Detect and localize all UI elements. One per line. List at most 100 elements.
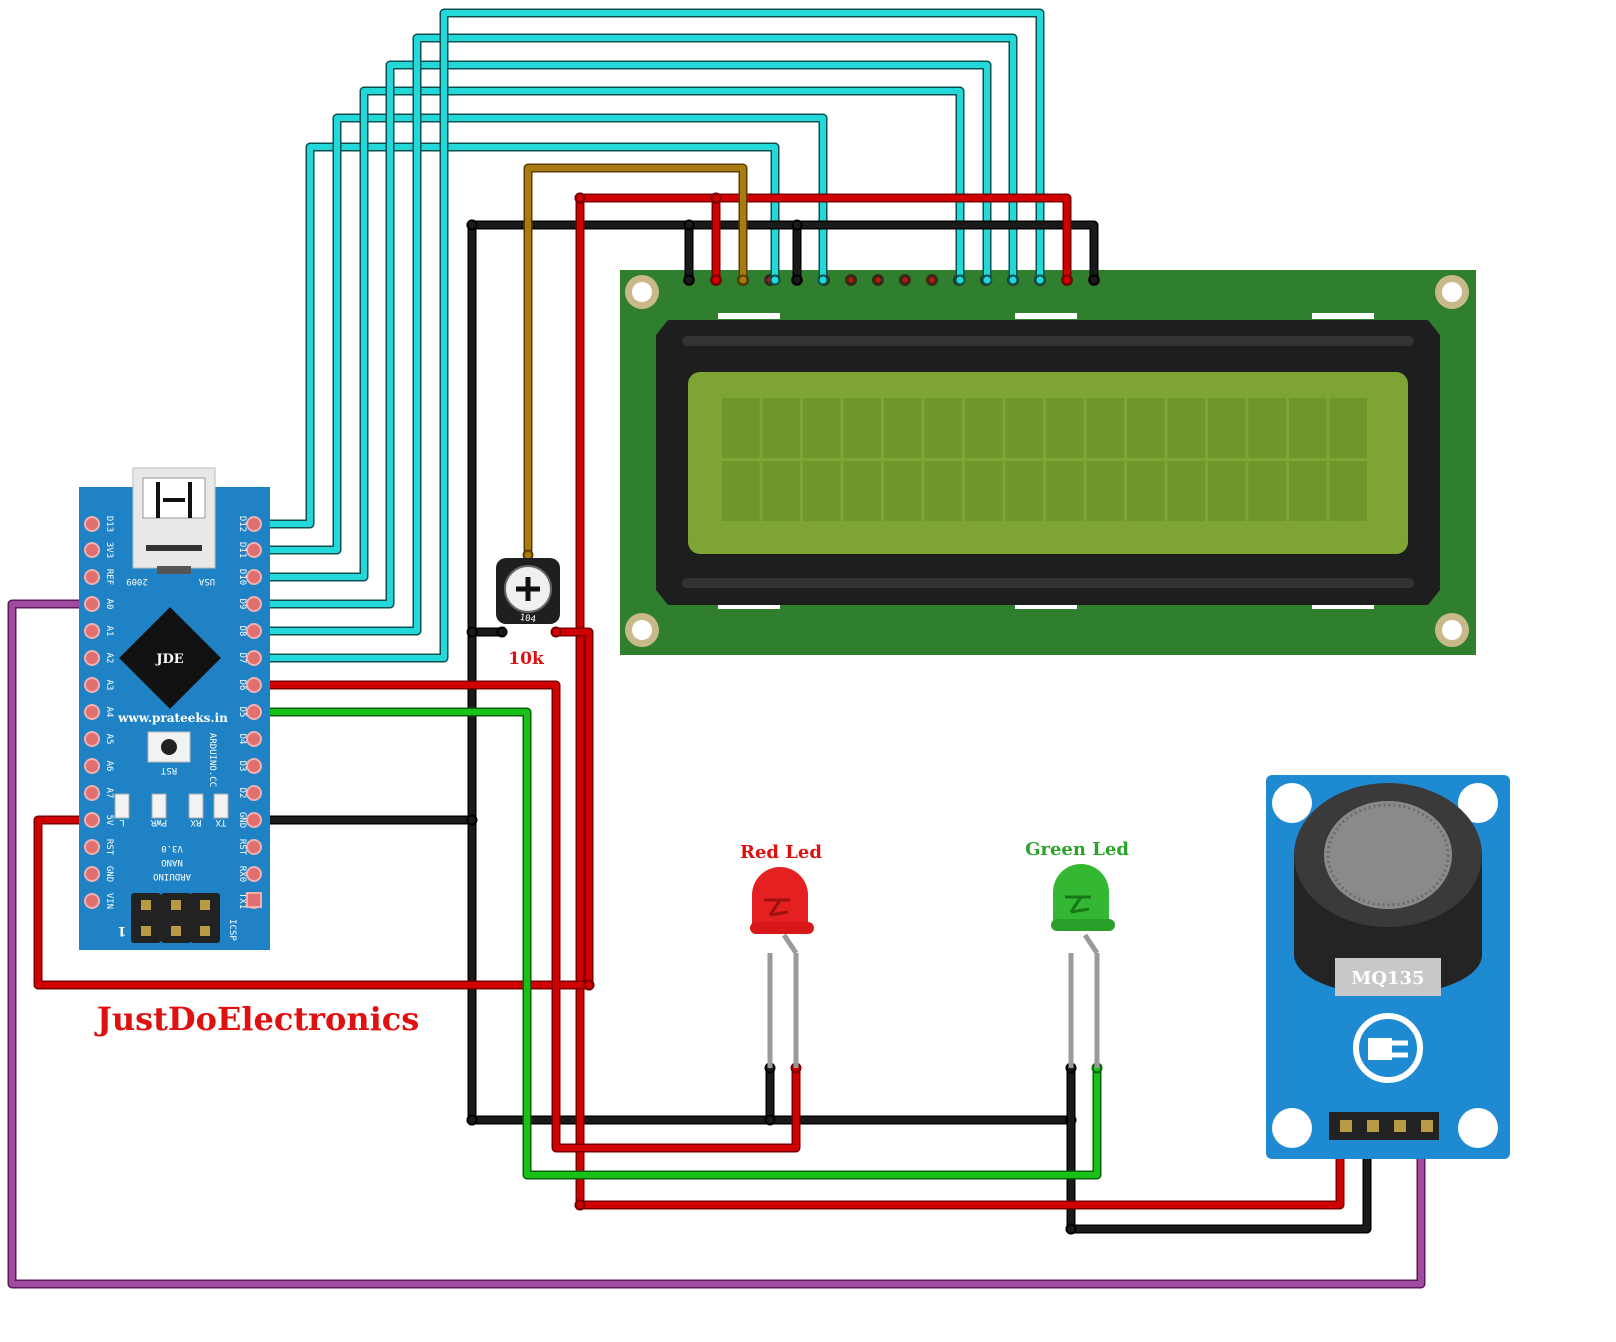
rst-label: RST <box>160 765 177 775</box>
arduino-pin-label-right: D3 <box>237 761 247 772</box>
arduino-pin-label-right: D10 <box>237 569 247 585</box>
arduino-pin-label-right: D11 <box>237 542 247 558</box>
wire-d8 <box>251 35 1016 634</box>
arduino-pin-left <box>84 704 100 720</box>
arduino-pin-label-right: D5 <box>237 707 247 718</box>
wire-5v-sensor <box>577 1124 1343 1208</box>
arduino-pin-label-right: TX1 <box>237 893 247 909</box>
lcd-char-cell <box>1248 398 1286 458</box>
arduino-pin-label-left: RST <box>104 839 114 856</box>
arduino-pin-label-left: 5V <box>104 815 114 826</box>
wire-5v-sensor-outline <box>575 1122 1345 1210</box>
arduino-pin-right <box>246 839 262 855</box>
arduino-label: ARDUINO <box>153 871 191 881</box>
arduino-pin-left <box>84 839 100 855</box>
status-led-label: RX <box>190 817 201 827</box>
lcd-char-cell <box>1127 398 1165 458</box>
lcd-char-cell <box>965 398 1003 458</box>
arduino-pin-label-left: A5 <box>104 734 114 745</box>
icsp-pin1-label: 1 <box>117 923 126 938</box>
pot-marking: 104 <box>519 613 536 625</box>
nano-label: NANO <box>161 857 183 867</box>
lcd-char-cell <box>1329 461 1367 521</box>
arduino-pin-label-right: D2 <box>237 788 247 799</box>
mq135-sensor: MQ135 <box>1266 775 1510 1159</box>
arduino-pin-left <box>84 650 100 666</box>
arduino-pin-label-left: 3V3 <box>104 542 114 558</box>
wire-gnd-sensor <box>1068 1124 1370 1232</box>
arduino-pin-right <box>246 866 262 882</box>
wire-d11 <box>251 115 826 553</box>
lcd-char-cell <box>803 398 841 458</box>
lcd-char-cell <box>722 398 760 458</box>
arduino-pin-left <box>84 623 100 639</box>
arduino-pin-left <box>84 866 100 882</box>
icsp-label: ICSP <box>227 919 237 941</box>
pot-value-label: 10k <box>508 649 545 669</box>
arduino-pin-label-right: D4 <box>237 734 247 745</box>
icsp-header <box>131 893 220 943</box>
arduino-pin-label-right: RST <box>237 839 247 856</box>
status-leds <box>114 793 229 819</box>
arduino-pin-right <box>246 812 262 828</box>
wire-d6-red-led <box>251 682 799 1151</box>
website-label: www.prateeks.in <box>117 711 228 725</box>
lcd-char-cell <box>924 461 962 521</box>
arduino-pin-label-right: RX0 <box>237 866 247 882</box>
country-label: USA <box>198 576 215 586</box>
version-label: V3.0 <box>161 843 183 853</box>
wire-5v-pot <box>553 629 592 988</box>
arduino-pin-label-left: A3 <box>104 680 114 691</box>
lcd-char-cell <box>803 461 841 521</box>
lcd-char-cell <box>924 398 962 458</box>
arduino-pin-left <box>84 893 100 909</box>
arduino-pin-right <box>246 542 262 558</box>
wire-d5-green-led-outline <box>249 707 1102 1180</box>
red-led-label: Red Led <box>740 842 822 863</box>
wire-5v-arduino <box>35 817 592 988</box>
wire-gnd-lcd <box>469 222 1097 283</box>
lcd-char-cell <box>1289 398 1327 458</box>
lcd-char-cell <box>722 461 760 521</box>
lcd-char-cell <box>1086 398 1124 458</box>
green-led: Green Led <box>1025 839 1129 1068</box>
lcd-char-cell <box>1005 461 1043 521</box>
lcd-char-cell <box>762 461 800 521</box>
status-led-label: L <box>119 817 124 827</box>
potentiometer: 104 10k <box>496 558 560 669</box>
arduino-pin-label-left: D13 <box>104 516 114 532</box>
lcd-char-cell <box>1127 461 1165 521</box>
green-led-label: Green Led <box>1025 839 1129 860</box>
arduino-pin-right <box>246 623 262 639</box>
lcd-char-cell <box>1167 461 1205 521</box>
wire-d12 <box>251 144 778 527</box>
lcd-char-cell <box>1208 461 1246 521</box>
lcd-char-cell <box>1086 461 1124 521</box>
arduino-pin-label-right: D6 <box>237 680 247 691</box>
arduino-pin-left <box>84 812 100 828</box>
wire-d5-green-led <box>251 709 1100 1178</box>
lcd-character-grid <box>722 398 1367 521</box>
arduino-pin-label-left: A0 <box>104 599 114 610</box>
lcd-char-cell <box>1046 461 1084 521</box>
sensor-pin-header <box>1329 1112 1439 1140</box>
arduino-pin-right <box>246 731 262 747</box>
arduino-pin-right <box>246 569 262 585</box>
wire-d7 <box>251 10 1043 661</box>
lcd-char-cell <box>1248 461 1286 521</box>
lcd-char-cell <box>843 398 881 458</box>
arduino-pin-label-left: A4 <box>104 707 114 718</box>
arduino-pin-label-left: A6 <box>104 761 114 772</box>
arduino-pin-right <box>246 596 262 612</box>
arduino-pin-label-right: D7 <box>237 653 247 664</box>
arduino-pin-right <box>246 516 262 532</box>
wire-d10 <box>251 88 963 580</box>
arduino-pin-right <box>246 785 262 801</box>
lcd-char-cell <box>1208 398 1246 458</box>
arduino-pin-label-right: D12 <box>237 516 247 532</box>
arduino-pin-left <box>84 785 100 801</box>
arduino-pin-left <box>84 516 100 532</box>
arduino-pin-label-left: VIN <box>104 893 114 909</box>
